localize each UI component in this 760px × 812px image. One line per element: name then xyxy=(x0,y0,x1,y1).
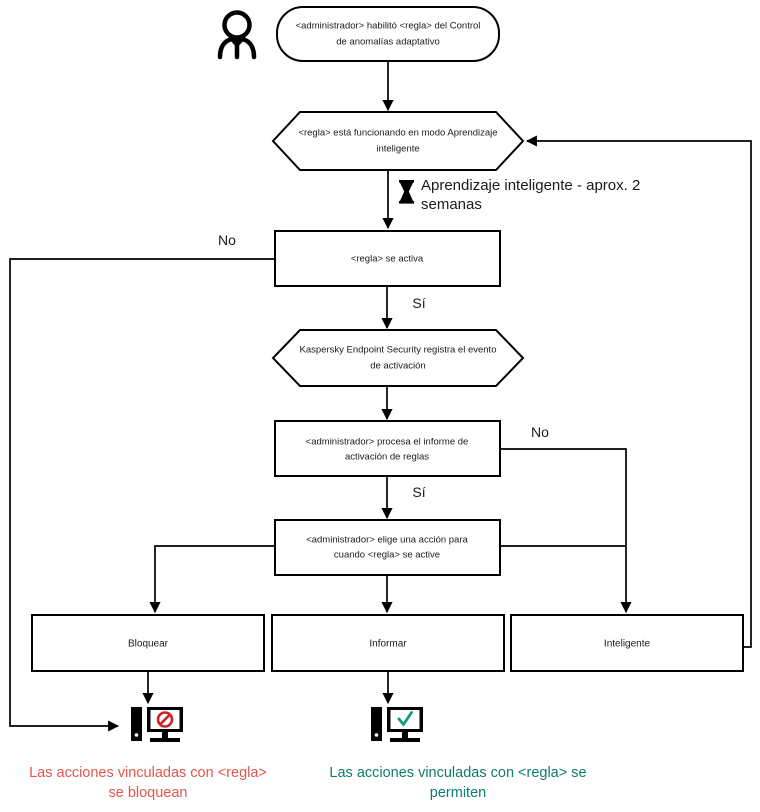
node-smart-training-shape xyxy=(271,111,525,171)
node-action-inform-label: Informar xyxy=(369,639,407,650)
node-admin-processes-report-shape xyxy=(274,420,501,477)
node-action-smart-label: Inteligente xyxy=(604,639,651,650)
edge-report-no xyxy=(500,448,632,614)
node-admin-processes-report-label-line1: <administrador> procesa el informe de xyxy=(306,437,469,448)
edge-action-to-block xyxy=(149,545,275,614)
node-start-label-line2: de anomalías adaptativo xyxy=(336,37,440,48)
edge-smart-loopback xyxy=(525,135,752,648)
node-smart-training-label-line2: inteligente xyxy=(376,144,419,155)
outcome-blocked-caption-line2: se bloquean xyxy=(108,785,187,801)
node-admin-chooses-action-shape xyxy=(274,519,501,576)
node-smart-training-label-line1: <regla> está funcionando en modo Aprendi… xyxy=(298,128,497,139)
edge-label-trigger-no: No xyxy=(218,232,236,248)
node-admin-chooses-action-label-line2: cuando <regla> se active xyxy=(334,550,440,561)
computer-blocked-icon xyxy=(131,707,183,742)
node-kes-logs-event-label-line2: de activación xyxy=(370,361,425,372)
node-action-block-shape xyxy=(31,614,265,672)
edge-trigger-no xyxy=(9,258,275,732)
outcome-allowed-caption-line1: Las acciones vinculadas con <regla> se xyxy=(329,765,586,781)
node-start-shape xyxy=(276,6,500,62)
computer-allowed-icon xyxy=(371,707,423,742)
outcome-allowed-caption-line2: permiten xyxy=(430,785,486,801)
node-action-block-label: Bloquear xyxy=(128,639,169,650)
node-admin-processes-report-label-line2: activación de reglas xyxy=(345,452,429,463)
edge-label-report-yes: Sí xyxy=(412,484,425,500)
outcome-blocked-caption-line1: Las acciones vinculadas con <regla> xyxy=(29,765,267,781)
node-action-smart-shape xyxy=(510,614,744,672)
note-training-duration-line1: Aprendizaje inteligente - aprox. 2 xyxy=(421,177,640,194)
node-rule-triggers-shape xyxy=(274,230,501,287)
node-rule-triggers-label: <regla> se activa xyxy=(351,254,424,265)
edge-label-report-no: No xyxy=(531,424,549,440)
person-icon xyxy=(217,10,257,60)
node-admin-chooses-action-label-line1: <administrador> elige una acción para xyxy=(306,535,468,546)
node-kes-logs-event-label-line1: Kaspersky Endpoint Security registra el … xyxy=(300,345,497,356)
hourglass-icon xyxy=(399,180,414,204)
node-start-label-line1: <administrador> habilitó <regla> del Con… xyxy=(296,21,481,32)
edge-label-trigger-yes: Sí xyxy=(412,295,425,311)
note-training-duration-line2: semanas xyxy=(421,196,482,213)
node-kes-logs-event-shape xyxy=(271,329,525,387)
